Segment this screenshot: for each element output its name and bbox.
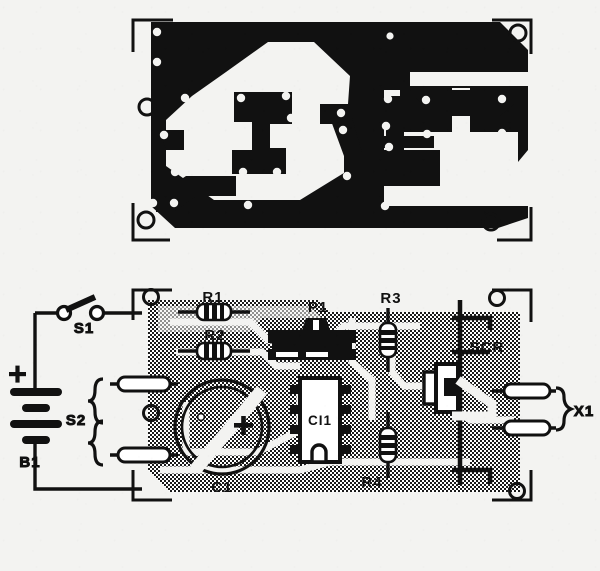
mounting-hole-c-bottom-right <box>508 482 526 500</box>
mounting-hole-bottom-left <box>136 210 156 230</box>
mounting-holes-component <box>142 288 526 500</box>
mounting-holes-copper <box>136 23 528 232</box>
corner-mark-bottom-right <box>497 207 533 242</box>
copper-island-center <box>232 92 292 174</box>
corner-mark-bottom-left <box>131 203 170 242</box>
mounting-hole-c-top-right <box>488 289 506 307</box>
label-r1: R1 <box>202 289 223 306</box>
corner-marks-copper <box>131 18 533 242</box>
terminals-s2[interactable] <box>87 375 178 467</box>
battery-polarity-marking <box>9 365 26 383</box>
component-r2 <box>178 341 250 361</box>
label-r4: R4 <box>361 474 382 491</box>
scr-heatsink-hole <box>444 378 460 396</box>
component-ci1 <box>290 376 351 464</box>
c1-polarity-marking <box>234 416 253 435</box>
corner-mark-c-top-right <box>492 288 533 322</box>
copper-trace-bridge <box>330 118 362 196</box>
label-x1: X1 <box>574 403 594 420</box>
label-s1: S1 <box>74 320 94 337</box>
copper-pad-holes <box>148 27 507 211</box>
label-r3: R3 <box>380 290 401 307</box>
component-scr <box>422 300 497 485</box>
component-r1 <box>178 302 250 322</box>
copper-right-traces <box>382 90 514 148</box>
s2-terminal-top[interactable] <box>110 375 178 393</box>
x1-terminal-bottom[interactable] <box>492 419 556 437</box>
battery-b1 <box>10 388 62 444</box>
s2-brace <box>87 377 104 425</box>
terminals-x1[interactable] <box>492 382 576 437</box>
label-ci1: CI1 <box>308 413 332 428</box>
label-s2: S2 <box>66 412 86 429</box>
label-p1: P1 <box>308 299 328 316</box>
corner-mark-c-bottom-left <box>131 470 172 502</box>
x1-brace <box>555 386 576 432</box>
switch-s1[interactable] <box>55 294 106 322</box>
ci1-pins <box>290 385 351 454</box>
copper-layout-panel <box>131 18 533 242</box>
component-p1 <box>268 318 356 360</box>
label-b1: B1 <box>19 454 40 471</box>
label-r2: R2 <box>204 327 225 344</box>
corner-mark-c-top-left <box>131 288 172 320</box>
component-r4 <box>378 412 398 478</box>
label-c1: C1 <box>211 479 232 496</box>
component-layout-panel: R1 R2 P1 R3 <box>131 288 533 502</box>
wire-battery-negative <box>33 443 142 491</box>
mounting-hole-c-top-left <box>142 288 160 306</box>
corner-mark-top-left <box>131 18 173 52</box>
x1-terminal-top[interactable] <box>492 382 556 400</box>
mounting-hole-top-right <box>508 23 528 43</box>
corner-mark-c-bottom-right <box>492 470 533 502</box>
mounting-hole-bottom-right <box>481 212 501 232</box>
external-wiring: S1 B1 <box>9 294 594 491</box>
label-scr: SCR <box>470 339 505 356</box>
s2-terminal-bottom[interactable] <box>110 446 178 464</box>
corner-mark-top-right <box>492 18 533 54</box>
component-r3 <box>378 308 398 372</box>
mounting-hole-left <box>137 97 157 117</box>
corner-marks-component <box>131 288 533 502</box>
component-c1 <box>173 378 271 476</box>
mounting-hole-c-left <box>142 404 160 422</box>
